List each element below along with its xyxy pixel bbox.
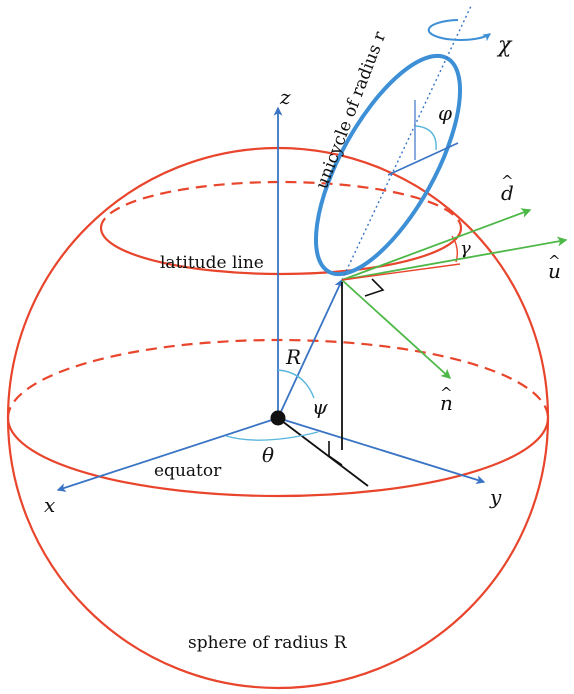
phi-label: φ — [438, 101, 452, 125]
equator-front — [6, 417, 550, 498]
right-angle-marker-contact — [364, 278, 385, 297]
unicycle-wheel — [313, 3, 473, 281]
y-axis-label: y — [489, 485, 502, 509]
projection-lines — [277, 278, 385, 487]
n-hat-caret: ^ — [440, 384, 453, 402]
z-axis-label: z — [279, 85, 291, 109]
theta-label: θ — [262, 443, 274, 467]
x-axis-label: x — [44, 493, 55, 517]
gamma-label: γ — [460, 238, 471, 259]
spin-ellipse-arrow — [427, 19, 491, 42]
d-hat-vector — [341, 208, 532, 281]
equator-label: equator — [154, 461, 222, 481]
theta-arc — [225, 431, 319, 441]
y-axis — [277, 417, 486, 485]
x-axis — [56, 417, 279, 492]
origin-point — [270, 410, 286, 426]
sphere-caption: sphere of radius R — [188, 633, 348, 653]
chi-label: χ — [496, 33, 513, 58]
wheel-spoke — [387, 142, 459, 176]
u-hat-caret: ^ — [548, 252, 561, 270]
unit-vectors — [341, 208, 568, 380]
radius-label: R — [285, 345, 301, 369]
d-hat-caret: ^ — [501, 172, 514, 190]
wheel-spin-axis — [341, 3, 473, 281]
latitude-front — [99, 227, 463, 276]
labels: z x y R ψ θ φ γ χ d ^ u ^ n ^ latitude l… — [44, 28, 561, 653]
radius-vector — [277, 278, 343, 419]
right-angle-marker-bottom — [328, 441, 343, 466]
contact-tangent — [341, 263, 461, 281]
n-hat-label: n — [440, 391, 453, 415]
d-hat-label: d — [501, 181, 514, 205]
psi-arc — [277, 369, 315, 399]
latitude-line-label: latitude line — [160, 253, 264, 273]
u-hat-label: u — [548, 259, 561, 283]
u-hat-vector — [341, 236, 568, 281]
rotation-arrow-icon — [427, 19, 491, 42]
wheel-ellipse — [313, 53, 463, 277]
gamma-arc — [451, 235, 459, 263]
psi-label: ψ — [312, 395, 328, 419]
phi-arc — [415, 125, 437, 151]
ground-projection — [277, 417, 369, 487]
n-hat-vector — [341, 279, 452, 380]
coordinate-axes — [56, 106, 486, 492]
